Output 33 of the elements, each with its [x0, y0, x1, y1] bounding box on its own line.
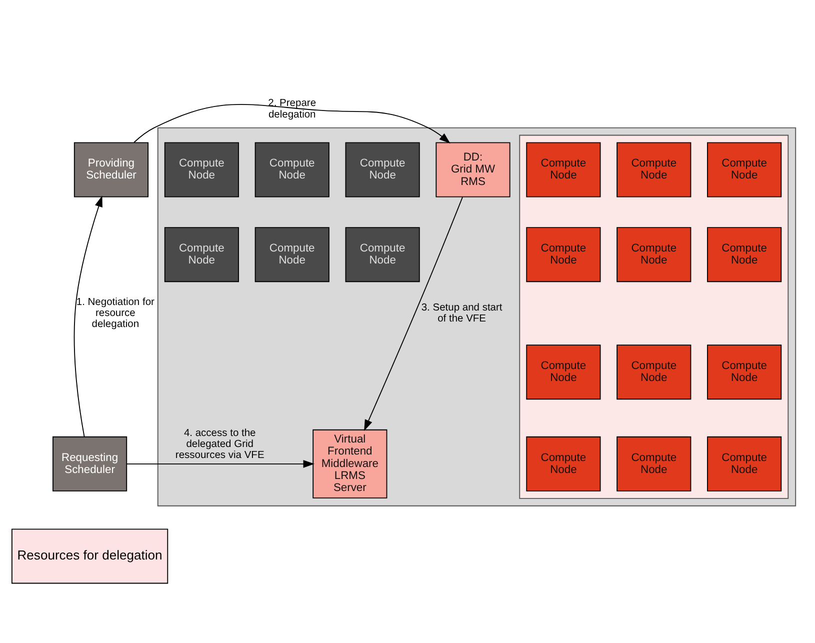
node-box: Compute Node [707, 227, 782, 282]
node-box: Compute Node [526, 227, 601, 282]
arrow [74, 196, 102, 438]
node-box: Compute Node [526, 142, 601, 198]
node-box: Compute Node [707, 436, 782, 492]
node-box: Compute Node [616, 142, 692, 198]
node-box: Providing Scheduler [74, 142, 149, 198]
edge-label: 1. Negotiation for resource delegation [76, 296, 154, 330]
node-box: Compute Node [707, 142, 782, 198]
edge-label: 4. access to the delegated Grid ressources via VFE [175, 428, 264, 462]
node-box: Compute Node [707, 344, 782, 400]
node-box: Compute Node [254, 227, 330, 282]
node-box: Compute Node [616, 344, 692, 400]
node-box: Compute Node [345, 227, 420, 282]
edge-label: 2. Prepare delegation [268, 98, 316, 120]
node-box: Compute Node [616, 436, 692, 492]
arrow [126, 460, 314, 468]
node-box: Compute Node [254, 142, 330, 198]
legend-label: Resources for delegation [17, 548, 162, 563]
edge-label: 3. Setup and start of the VFE [421, 302, 502, 325]
node-box: Compute Node [616, 227, 692, 282]
node-box: Compute Node [164, 227, 239, 282]
node-box: Virtual Frontend Middleware LRMS Server [312, 429, 388, 498]
cluster [519, 134, 789, 499]
arrow [364, 196, 463, 431]
node-box: Compute Node [526, 436, 601, 492]
node-box: Compute Node [164, 142, 239, 198]
arrow [134, 104, 450, 144]
node-box: Compute Node [526, 344, 601, 400]
node-box: Compute Node [345, 142, 420, 198]
cluster [157, 127, 796, 506]
node-box: DD: Grid MW RMS [436, 142, 510, 198]
node-box: Requesting Scheduler [52, 436, 128, 492]
